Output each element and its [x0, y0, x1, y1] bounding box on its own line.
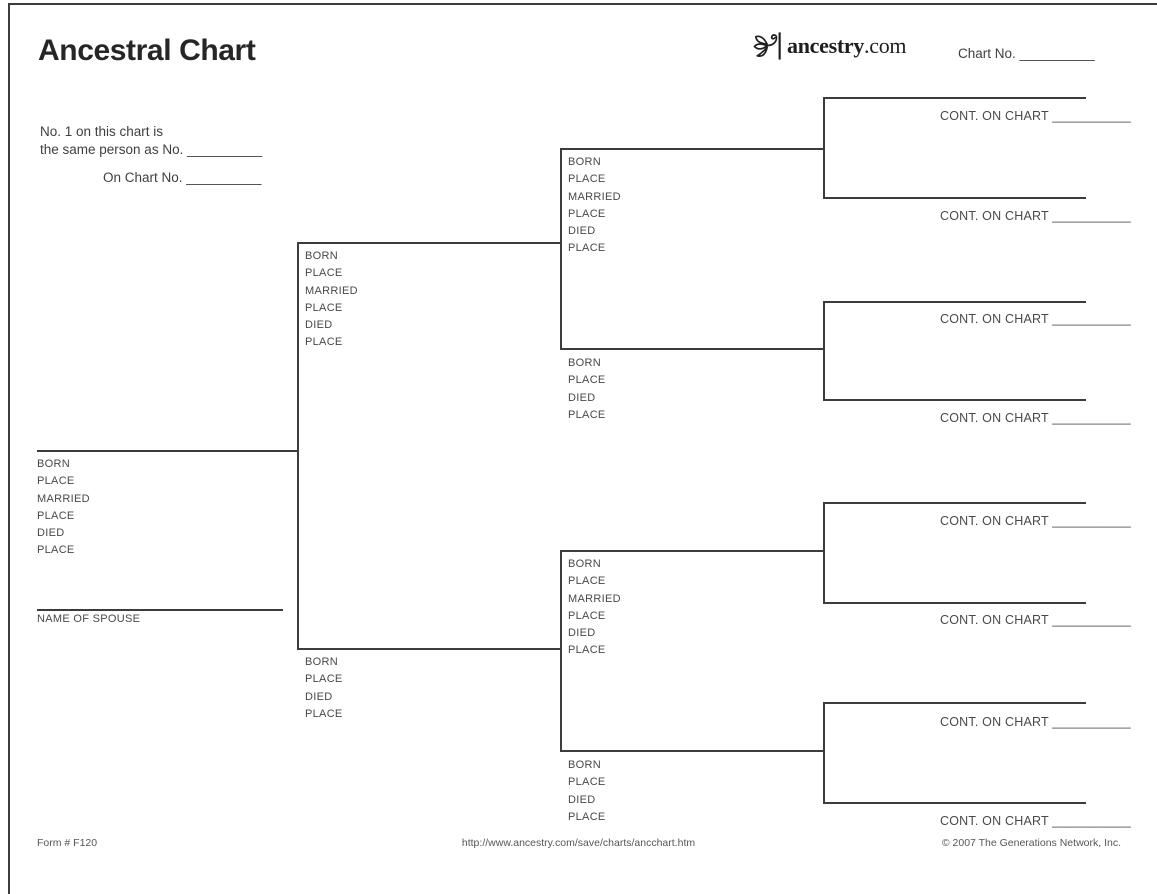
- form-number: Form # F120: [37, 837, 98, 849]
- gen2-father-name-line: [297, 242, 560, 244]
- gen3-person2-connector-line: [823, 301, 825, 400]
- gen3-person2-name-line: [560, 348, 823, 350]
- field-label: PLACE: [568, 609, 606, 622]
- cont-on-chart-label-6: CONT. ON CHART ___________: [940, 613, 1131, 627]
- field-label: BORN: [305, 250, 338, 262]
- page-title: Ancestral Chart: [38, 34, 256, 67]
- field-label: PLACE: [305, 301, 343, 314]
- gen4-slot8-name-line: [823, 802, 1086, 804]
- field-label: PLACE: [37, 475, 75, 488]
- gen4-slot4-name-line: [823, 399, 1086, 401]
- field-label: MARRIED: [568, 190, 621, 203]
- field-label: PLACE: [568, 242, 606, 255]
- cont-on-chart-label-5: CONT. ON CHART ___________: [940, 514, 1131, 528]
- gen3-person3-connector-line: [823, 502, 825, 603]
- field-label: PLACE: [37, 544, 75, 557]
- ancestry-leaf-icon: [753, 32, 781, 60]
- page-border-top: [8, 3, 1157, 5]
- gen2-father-fields: BORN PLACE MARRIED PLACE DIED PLACE: [305, 248, 358, 352]
- field-label: MARRIED: [305, 284, 358, 297]
- gen3-person4-fields: BORN PLACE DIED PLACE: [568, 757, 606, 826]
- field-label: PLACE: [305, 336, 343, 349]
- cont-on-chart-label-7: CONT. ON CHART ___________: [940, 715, 1131, 729]
- chart-no-field: Chart No. __________: [958, 46, 1095, 61]
- ancestry-logo: ancestry.com: [753, 31, 907, 61]
- gen3-person1-fields: BORN PLACE MARRIED PLACE DIED PLACE: [568, 154, 621, 258]
- gen4-slot6-name-line: [823, 602, 1086, 604]
- gen3-person1-name-line: [560, 148, 823, 150]
- footer-copyright: © 2007 The Generations Network, Inc.: [941, 837, 1121, 849]
- field-label: PLACE: [568, 776, 606, 789]
- field-label: PLACE: [568, 374, 606, 387]
- field-label: PLACE: [568, 644, 606, 657]
- gen4-slot1-name-line: [823, 97, 1086, 99]
- field-label: PLACE: [568, 810, 606, 823]
- field-label: DIED: [568, 225, 596, 238]
- field-label: BORN: [568, 558, 601, 570]
- field-label: MARRIED: [37, 492, 90, 505]
- gen4-slot3-name-line: [823, 301, 1086, 303]
- spouse-name-label: NAME OF SPOUSE: [37, 613, 141, 625]
- field-label: BORN: [37, 458, 70, 470]
- field-label: BORN: [568, 156, 601, 168]
- field-label: DIED: [568, 391, 596, 404]
- field-label: BORN: [568, 357, 601, 369]
- field-label: DIED: [305, 690, 333, 703]
- field-label: PLACE: [568, 575, 606, 588]
- field-label: PLACE: [305, 267, 343, 280]
- logo-brand-text: ancestry: [787, 33, 865, 58]
- gen3-person3-fields: BORN PLACE MARRIED PLACE DIED PLACE: [568, 556, 621, 660]
- gen3-person3-name-line: [560, 550, 823, 552]
- logo-tld-text: .com: [864, 33, 907, 58]
- person1-fields: BORN PLACE MARRIED PLACE DIED PLACE: [37, 456, 90, 560]
- cont-on-chart-label-1: CONT. ON CHART ___________: [940, 109, 1131, 123]
- gen4-slot2-name-line: [823, 197, 1086, 199]
- reference-line1: No. 1 on this chart is: [40, 124, 164, 139]
- field-label: PLACE: [37, 509, 75, 522]
- gen3-person4-connector-line: [823, 702, 825, 803]
- gen2-father-connector-line: [560, 148, 562, 348]
- field-label: DIED: [37, 527, 65, 540]
- field-label: PLACE: [305, 707, 343, 720]
- spouse-name-line: [37, 609, 283, 611]
- field-label: DIED: [305, 319, 333, 332]
- cont-on-chart-label-3: CONT. ON CHART ___________: [940, 312, 1131, 326]
- gen3-person4-name-line: [560, 750, 823, 752]
- gen2-mother-fields: BORN PLACE DIED PLACE: [305, 654, 343, 723]
- field-label: MARRIED: [568, 592, 621, 605]
- cont-on-chart-label-2: CONT. ON CHART ___________: [940, 209, 1131, 223]
- reference-line3: On Chart No. __________: [103, 170, 262, 185]
- gen4-slot7-name-line: [823, 702, 1086, 704]
- gen3-person1-connector-line: [823, 97, 825, 198]
- gen3-person2-fields: BORN PLACE DIED PLACE: [568, 355, 606, 424]
- person1-name-line: [37, 450, 297, 452]
- cont-on-chart-label-4: CONT. ON CHART ___________: [940, 411, 1131, 425]
- field-label: PLACE: [568, 173, 606, 186]
- footer-url: http://www.ancestry.com/save/charts/ancc…: [461, 837, 696, 849]
- gen4-slot5-name-line: [823, 502, 1086, 504]
- reference-note: No. 1 on this chart is the same person a…: [40, 123, 262, 187]
- field-label: PLACE: [305, 673, 343, 686]
- field-label: BORN: [568, 759, 601, 771]
- page-border-left: [8, 3, 10, 894]
- gen1-connector-line: [297, 242, 299, 649]
- gen2-mother-connector-line: [560, 550, 562, 750]
- field-label: PLACE: [568, 207, 606, 220]
- field-label: PLACE: [568, 408, 606, 421]
- field-label: DIED: [568, 793, 596, 806]
- field-label: BORN: [305, 656, 338, 668]
- cont-on-chart-label-8: CONT. ON CHART ___________: [940, 814, 1131, 828]
- field-label: DIED: [568, 627, 596, 640]
- reference-line2: the same person as No. __________: [40, 141, 263, 157]
- gen2-mother-name-line: [297, 648, 560, 650]
